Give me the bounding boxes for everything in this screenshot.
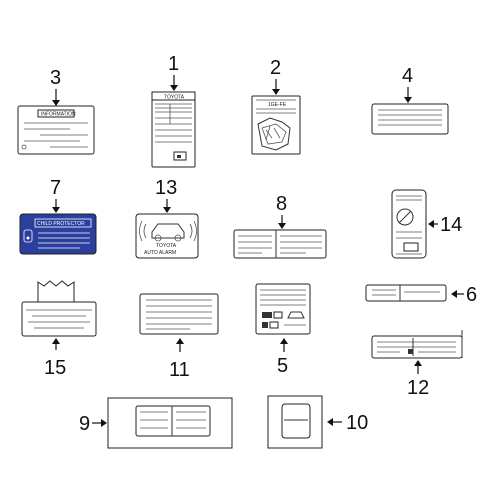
callout-number-10: 10 bbox=[346, 412, 368, 434]
label-2: 1GE-FE bbox=[251, 95, 301, 155]
information-label-text: INFORMATION bbox=[41, 112, 76, 118]
callout-number-8: 8 bbox=[276, 193, 287, 215]
callout-5: 5 bbox=[277, 338, 288, 377]
callout-number-12: 12 bbox=[407, 377, 429, 399]
callout-4: 4 bbox=[402, 65, 413, 103]
label-7: CHILD PROTECTOR bbox=[19, 213, 97, 255]
child-protector-text: CHILD PROTECTOR bbox=[37, 221, 85, 227]
callout-2: 2 bbox=[270, 57, 281, 95]
callout-number-7: 7 bbox=[50, 177, 61, 199]
callout-number-13: 13 bbox=[155, 177, 177, 199]
callout-number-3: 3 bbox=[50, 67, 61, 89]
label-8 bbox=[233, 229, 327, 259]
callout-number-11: 11 bbox=[169, 359, 190, 381]
label-15 bbox=[21, 280, 97, 337]
alarm-brand-text: TOYOTA bbox=[156, 243, 177, 249]
callout-6: 6 bbox=[451, 284, 477, 306]
label-9 bbox=[107, 397, 233, 449]
callout-15: 15 bbox=[44, 338, 66, 379]
callout-12: 12 bbox=[407, 360, 429, 399]
label-4 bbox=[371, 103, 449, 135]
label-3: INFORMATION bbox=[17, 105, 95, 155]
callout-13: 13 bbox=[155, 177, 177, 213]
callout-number-14: 14 bbox=[440, 214, 462, 236]
child-protector-label-body bbox=[19, 213, 97, 255]
callout-number-1: 1 bbox=[168, 53, 179, 75]
label-6 bbox=[365, 284, 447, 302]
callout-number-2: 2 bbox=[270, 57, 281, 79]
label-5 bbox=[255, 283, 311, 335]
toyota-label-text: TOYOTA bbox=[164, 95, 185, 101]
callout-10: 10 bbox=[327, 412, 368, 434]
label-14 bbox=[391, 189, 427, 259]
engine-code-text: 1GE-FE bbox=[268, 102, 287, 108]
label-12 bbox=[371, 330, 463, 359]
callout-11: 11 bbox=[169, 338, 190, 381]
callout-number-15: 15 bbox=[44, 357, 66, 379]
label-11 bbox=[139, 293, 219, 335]
callout-14: 14 bbox=[428, 214, 462, 236]
callout-9: 9 bbox=[79, 413, 107, 435]
callout-1: 1 bbox=[168, 53, 179, 91]
callout-number-6: 6 bbox=[466, 284, 477, 306]
alarm-name-text: AUTO ALARM bbox=[144, 250, 176, 256]
callout-number-5: 5 bbox=[277, 355, 288, 377]
callout-7: 7 bbox=[50, 177, 61, 213]
label-13: TOYOTA AUTO ALARM bbox=[135, 213, 199, 259]
label-1: TOYOTA bbox=[151, 91, 196, 168]
callout-8: 8 bbox=[276, 193, 287, 229]
label-10 bbox=[267, 395, 323, 449]
callout-number-4: 4 bbox=[402, 65, 413, 87]
callout-3: 3 bbox=[50, 67, 61, 106]
callout-number-9: 9 bbox=[79, 413, 90, 435]
